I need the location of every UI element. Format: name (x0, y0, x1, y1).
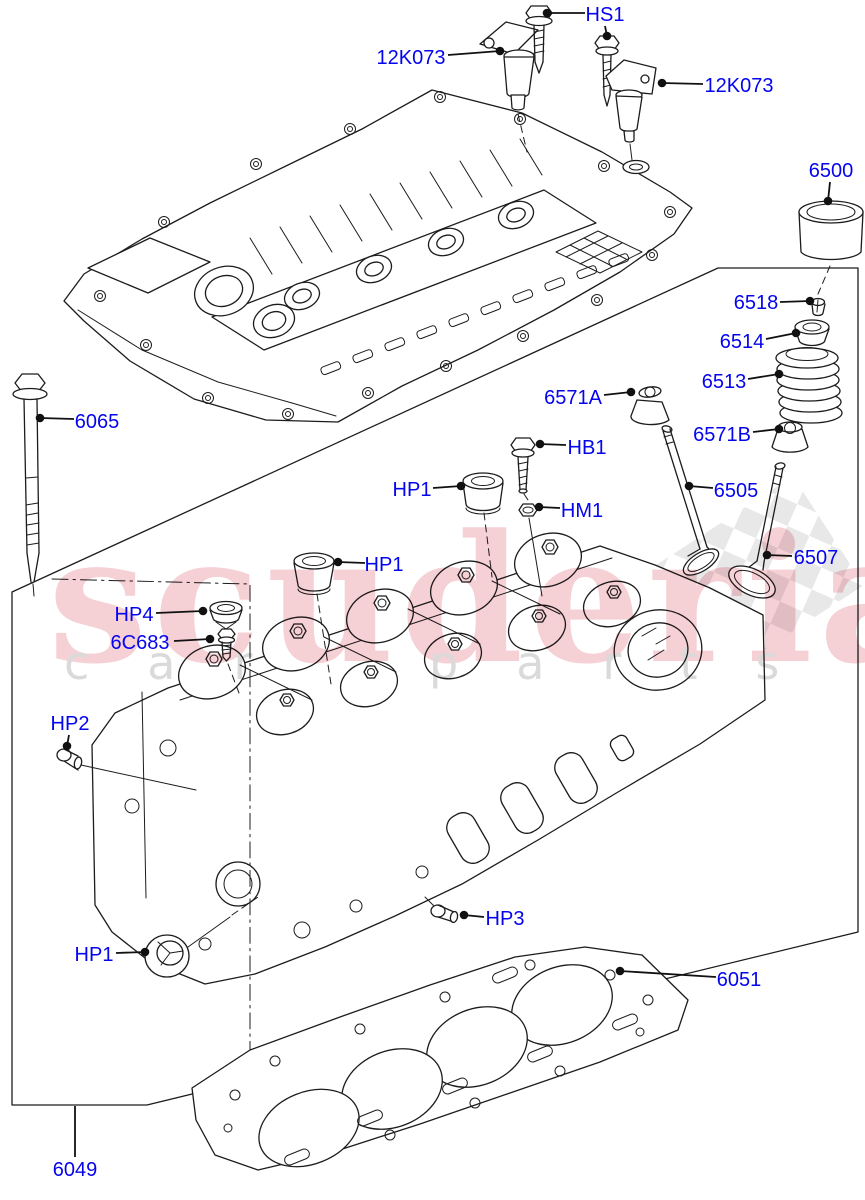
intake-valve-6505-drawing (661, 425, 720, 576)
leader-line-6571b (752, 428, 780, 433)
hp2-plug-drawing (56, 748, 197, 791)
leader-dot-6571a (626, 387, 636, 397)
leader-line-hp1-c (115, 951, 146, 954)
pedestal-nuts (205, 539, 622, 707)
part-label-6051[interactable]: 6051 (717, 969, 762, 991)
hp1-plug-center-drawing (293, 552, 335, 685)
valve-spring-6513-drawing (775, 347, 843, 424)
hp1-seal-mid-drawing (462, 472, 504, 578)
gasket-slots (284, 966, 638, 1166)
head-bolt-6065-drawing (12, 373, 48, 597)
leader-line-6513 (747, 373, 780, 380)
leader-line-12k073-left (447, 50, 501, 56)
part-label-6518[interactable]: 6518 (734, 292, 779, 314)
leader-line-6514 (765, 332, 797, 340)
leader-dot-hp1-c (140, 947, 150, 957)
leader-dot-6505 (684, 481, 694, 491)
part-label-6514[interactable]: 6514 (720, 331, 765, 353)
leader-line-12k073-right (661, 82, 704, 85)
leader-dot-hb1 (535, 439, 545, 449)
valve-seal-6571a-drawing (630, 386, 670, 426)
cover-connector-grid (555, 230, 643, 274)
assembly-boundary-box (11, 267, 859, 1106)
leader-dot-6507 (762, 550, 772, 560)
leader-dot-6065 (35, 413, 45, 423)
leader-dot-6571b (774, 424, 784, 434)
leader-dot-hp3 (459, 910, 469, 920)
leader-dot-6513 (774, 369, 784, 379)
leader-dot-6518 (805, 296, 815, 306)
part-label-hp4[interactable]: HP4 (115, 604, 154, 626)
hm1-nut-drawing (518, 503, 543, 597)
cam-pedestals-rear (255, 580, 642, 736)
exhaust-valve-6507-drawing (728, 462, 786, 599)
spark-plug-tubes (283, 200, 535, 311)
cam-sensor-right-drawing (605, 59, 657, 161)
leader-dot-6514 (791, 328, 801, 338)
part-label-6049[interactable]: 6049 (53, 1159, 98, 1181)
leader-dot-hs1 (542, 8, 552, 18)
cover-bolt-bosses (94, 91, 676, 420)
leader-dot-6051 (615, 966, 625, 976)
leader-dot-hp1-a (456, 481, 466, 491)
leader-dot-hp1-b (333, 557, 343, 567)
spring-retainer-6514-drawing (794, 319, 830, 347)
leader-line-hp4 (155, 610, 204, 614)
cover-ribs (249, 138, 543, 275)
part-label-6500[interactable]: 6500 (809, 160, 854, 182)
cover-slots (320, 253, 630, 376)
part-label-12k073-left[interactable]: 12K073 (377, 47, 446, 69)
leader-dot-hs1-1 (602, 31, 612, 41)
hp1-plug-bottom-drawing (144, 896, 259, 978)
cylinder-head-drawing (91, 532, 766, 985)
leader-dot-12k073-left (495, 46, 505, 56)
sub-assembly-marking-line (51, 578, 251, 1069)
head-small-holes (124, 739, 429, 951)
leader-line-6065 (39, 417, 75, 420)
hp3-plug-drawing (424, 896, 459, 924)
part-label-6c683[interactable]: 6C683 (111, 632, 170, 654)
leader-dot-hp2 (62, 741, 72, 751)
gasket-holes (223, 959, 654, 1141)
hb1-bolt-drawing (510, 437, 536, 501)
leader-dot-hm1 (534, 502, 544, 512)
leader-line-6051 (619, 970, 717, 978)
part-label-hp1-c[interactable]: HP1 (75, 944, 114, 966)
part-label-6507[interactable]: 6507 (794, 547, 839, 569)
part-label-hp2[interactable]: HP2 (51, 713, 90, 735)
leader-dot-6500 (823, 196, 833, 206)
leader-line-hp1-a (432, 485, 462, 489)
stud-6c683-drawing (217, 628, 240, 694)
part-label-6513[interactable]: 6513 (702, 371, 747, 393)
part-label-hp1-a[interactable]: HP1 (393, 479, 432, 501)
valve-seal-6571b-drawing (771, 421, 809, 453)
leader-dot-6c683 (205, 634, 215, 644)
part-label-hm1[interactable]: HM1 (561, 500, 603, 522)
cam-sensor-left-drawing (479, 21, 539, 153)
part-label-hb1[interactable]: HB1 (568, 437, 607, 459)
leader-dot-12k073-right (657, 78, 667, 88)
hs1-bolt-right-drawing (594, 35, 620, 107)
part-label-6571a[interactable]: 6571A (544, 387, 602, 409)
leader-line-6c683 (173, 638, 211, 642)
leader-line-hp1-b (337, 561, 366, 564)
valve-cover-drawing (63, 89, 693, 423)
intake-ports (446, 734, 635, 864)
part-label-hp3[interactable]: HP3 (486, 908, 525, 930)
head-gasket-drawing (191, 946, 689, 1171)
part-label-12k073-right[interactable]: 12K073 (705, 75, 774, 97)
camshaft-bore (613, 609, 703, 691)
leader-line-hb1 (539, 443, 567, 446)
part-label-6505[interactable]: 6505 (714, 480, 759, 502)
leader-line-6518 (779, 300, 811, 303)
part-label-hp1-b[interactable]: HP1 (365, 554, 404, 576)
part-label-6571b[interactable]: 6571B (693, 424, 751, 446)
leader-line-6571a (603, 391, 632, 396)
leader-dot-hp4 (198, 606, 208, 616)
part-label-6065[interactable]: 6065 (75, 411, 120, 433)
part-label-hs1[interactable]: HS1 (586, 4, 625, 26)
